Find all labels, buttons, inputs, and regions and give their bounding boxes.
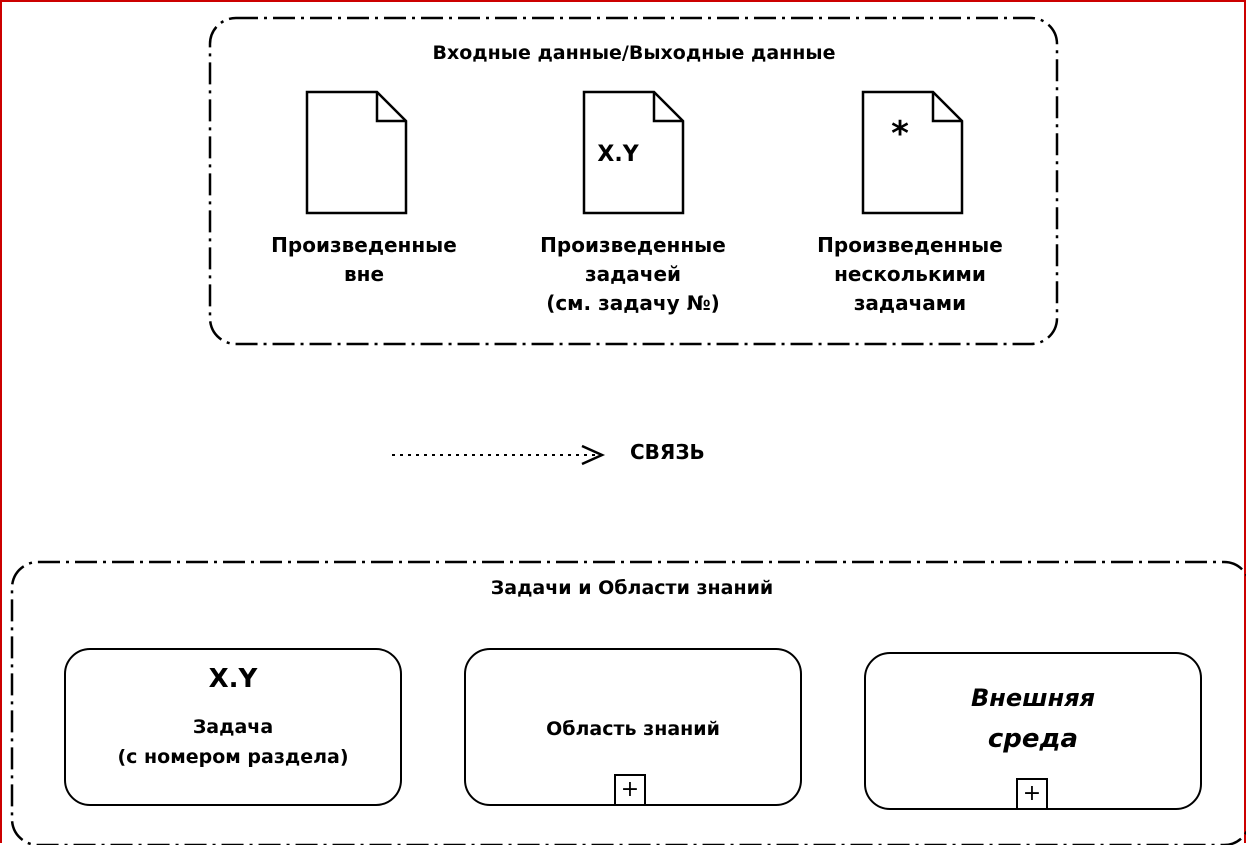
- task-node: X.Y Задача (с номером раздела): [64, 648, 402, 806]
- doc-label-line: задачей: [584, 262, 682, 286]
- doc-label-line: (см. задачу №): [546, 291, 720, 315]
- connection-arrow: [392, 444, 606, 466]
- document-icon: [305, 90, 408, 215]
- doc-label-line: Произведенные: [817, 233, 1003, 257]
- expand-plus-icon: +: [614, 774, 646, 806]
- task-sublabel: (с номером раздела): [117, 746, 349, 768]
- document-icon: [582, 90, 685, 215]
- doc-label-line: задачами: [853, 291, 967, 315]
- tasks-group-frame: [10, 560, 1246, 845]
- doc-label-line: вне: [343, 262, 385, 286]
- doc-label-line: несколькими: [834, 262, 986, 286]
- io-group-title: Входные данные/Выходные данные: [432, 42, 836, 64]
- doc-label-line: Произведенные: [271, 233, 457, 257]
- doc-label-multiple: Произведенные несколькими задачами: [790, 231, 1030, 318]
- task-label: Задача: [192, 716, 274, 738]
- expand-plus-icon: +: [1016, 778, 1048, 810]
- connection-label: СВЯЗЬ: [630, 440, 705, 464]
- doc-label-line: Произведенные: [540, 233, 726, 257]
- doc-marker-asterisk: *: [891, 114, 909, 154]
- doc-label-task: Произведенные задачей (см. задачу №): [513, 231, 753, 318]
- external-line2: среда: [987, 724, 1079, 754]
- external-line1: Внешняя: [970, 684, 1096, 712]
- knowledge-area-label: Область знаний: [546, 718, 720, 740]
- tasks-group-title: Задачи и Области знаний: [490, 577, 774, 599]
- io-group-frame: [208, 16, 1059, 346]
- external-environment-node: Внешняя среда: [864, 652, 1202, 810]
- document-icon: [861, 90, 964, 215]
- task-number: X.Y: [208, 664, 258, 694]
- doc-marker-xy: X.Y: [597, 142, 639, 167]
- doc-label-external: Произведенные вне: [244, 231, 484, 289]
